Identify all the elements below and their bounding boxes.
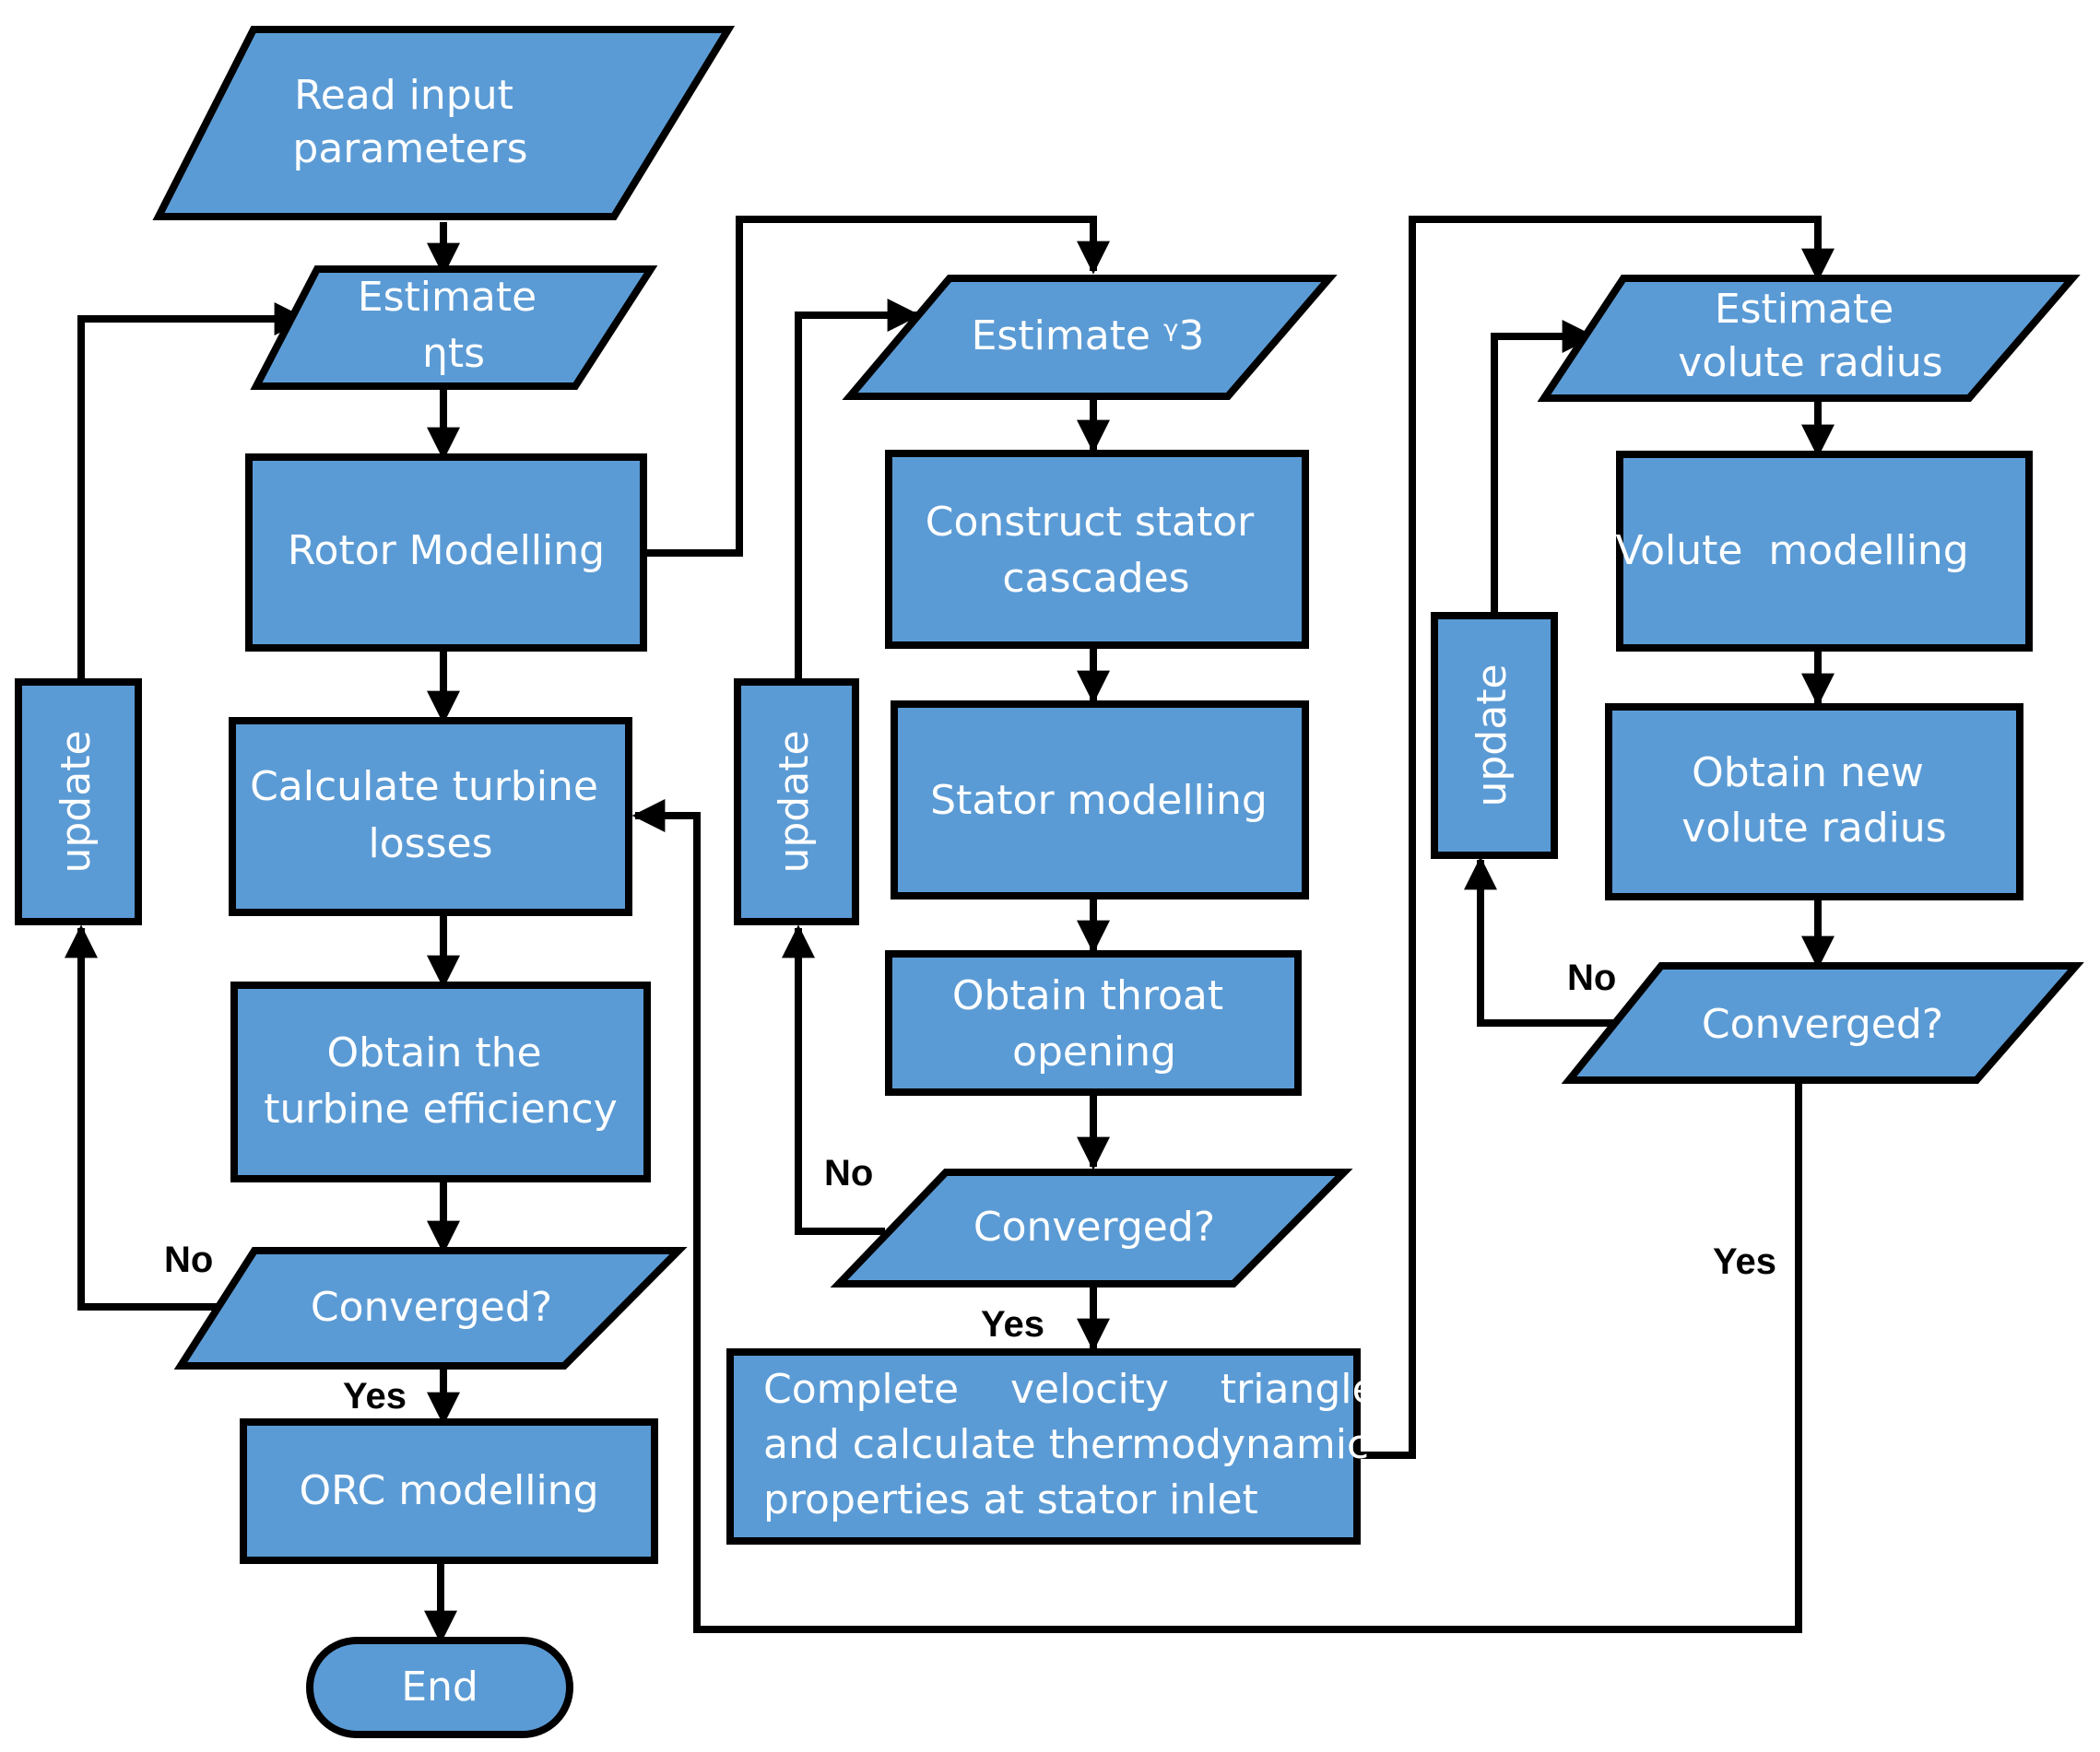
update-1-node: update xyxy=(15,678,142,925)
edge-label-yes-3: Yes xyxy=(1713,1241,1776,1282)
new-volute-label: Obtain new volute radius xyxy=(1681,749,1946,852)
construct-stator-label: Construct stator cascades xyxy=(926,499,1268,602)
arrow-converged-3-no-to-update-3 xyxy=(1464,856,1618,1027)
update-2-node: update xyxy=(734,678,859,925)
estimate-alpha3-label: Estimate ᵞ3 xyxy=(972,312,1205,359)
arrow-update-3-to-estimate-volute xyxy=(1491,320,1596,616)
rotor-modelling-label: Rotor Modelling xyxy=(288,527,605,574)
estimate-volute-label: Estimate volute radius xyxy=(1678,286,1942,386)
update-3-node: update xyxy=(1431,612,1558,859)
update-1-label: update xyxy=(53,730,100,873)
estimate-volute-node: Estimate volute radius xyxy=(1537,275,2081,402)
edge-label-yes-2: Yes xyxy=(981,1304,1044,1345)
obtain-efficiency-label: Obtain the turbine efficiency xyxy=(264,1029,618,1133)
construct-stator-node: Construct stator cascades xyxy=(885,450,1309,649)
throat-opening-label: Obtain throat opening xyxy=(952,972,1236,1076)
edge-labels: No Yes No Yes No Yes xyxy=(164,958,1776,1417)
estimate-eta-label: Estimate ηts xyxy=(358,274,549,377)
update-2-label: update xyxy=(771,730,818,873)
arrow-update-2-to-estimate-alpha3 xyxy=(795,299,921,682)
read-input-label: Read input parameters xyxy=(292,72,527,172)
edge-label-no-3: No xyxy=(1567,958,1616,998)
orc-modelling-node: ORC modelling xyxy=(240,1418,658,1564)
estimate-eta-node: Estimate ηts xyxy=(250,265,658,390)
throat-opening-node: Obtain throat opening xyxy=(885,950,1302,1096)
stator-modelling-node: Stator modelling xyxy=(891,700,1309,900)
arrow-complete-velocity-to-estimate-volute xyxy=(1357,216,1835,1459)
arrow-rotor-to-estimate-alpha3 xyxy=(643,216,1110,557)
converged-3-node: Converged? xyxy=(1561,962,2084,1084)
volute-modelling-label: Volute modelling xyxy=(0,0,2034,574)
orc-modelling-label: ORC modelling xyxy=(300,1467,599,1514)
arrow-converged-2-no-to-update-2 xyxy=(782,924,885,1235)
stator-modelling-label: Stator modelling xyxy=(930,777,1268,824)
arrow-converged-1-no-to-update-1 xyxy=(65,924,230,1311)
complete-velocity-label: Complete velocity triangle and calculate… xyxy=(763,1476,1258,1523)
connectors xyxy=(65,216,1835,1644)
end-node: End xyxy=(306,1637,573,1738)
new-volute-node: Obtain new volute radius xyxy=(1605,703,2023,900)
obtain-efficiency-node: Obtain the turbine efficiency xyxy=(230,982,651,1182)
arrow-converged-3-yes-to-losses xyxy=(631,799,1802,1633)
calc-losses-label: Calculate turbine losses xyxy=(250,763,611,867)
converged-2-node: Converged? xyxy=(830,1169,1353,1288)
edge-label-no-1: No xyxy=(164,1240,213,1280)
end-label: End xyxy=(401,1664,478,1711)
calc-losses-node: Calculate turbine losses xyxy=(229,717,632,916)
arrow-update-1-to-estimate-eta xyxy=(77,302,308,682)
update-3-label: update xyxy=(1469,664,1516,806)
edge-label-no-2: No xyxy=(824,1153,873,1193)
rotor-modelling-node: Rotor Modelling xyxy=(245,453,647,652)
edge-label-yes-1: Yes xyxy=(343,1376,407,1417)
converged-2-label: Converged? xyxy=(973,1204,1215,1251)
volute-modelling-node: Volute modelling xyxy=(0,0,2034,652)
converged-3-label: Converged? xyxy=(1702,1001,1943,1048)
estimate-alpha3-node: Estimate ᵞ3 xyxy=(842,275,1338,400)
complete-velocity-node: Complete velocity triangle and calculate… xyxy=(726,1348,1361,1545)
converged-1-node: Converged? xyxy=(173,1247,688,1370)
converged-1-label: Converged? xyxy=(311,1284,552,1331)
read-input-node: Read input parameters xyxy=(152,26,736,220)
